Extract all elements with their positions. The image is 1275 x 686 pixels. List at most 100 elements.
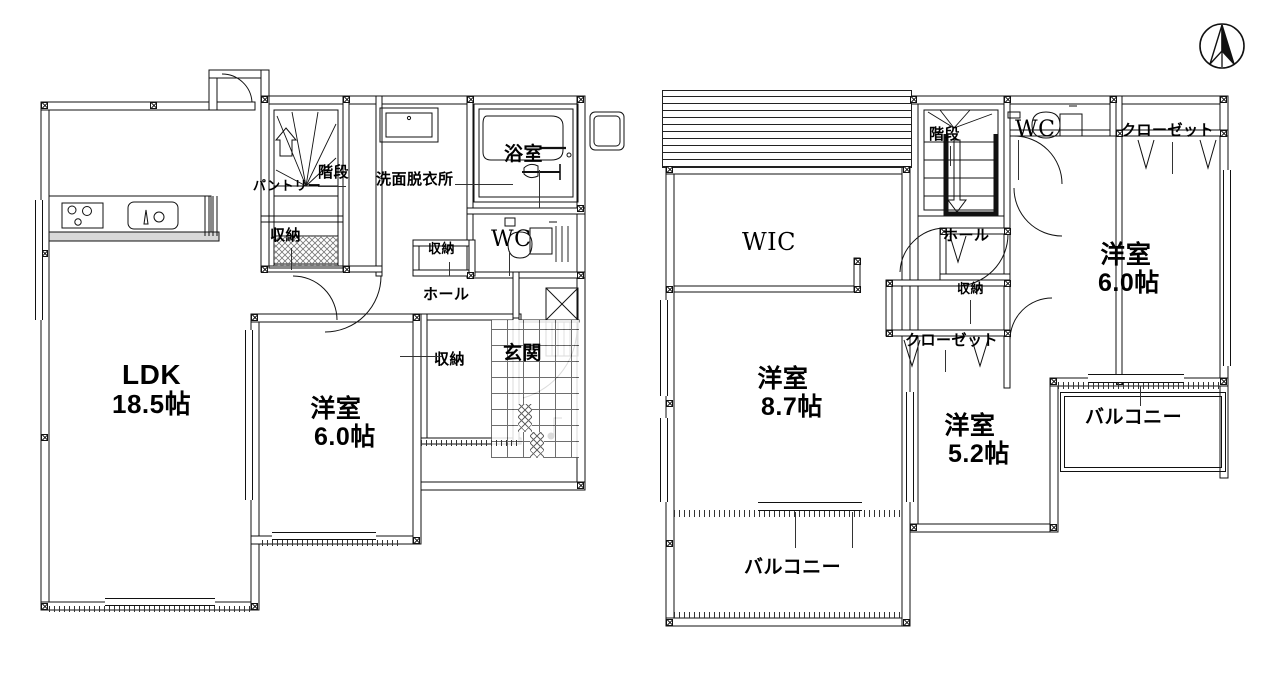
pillar	[1004, 228, 1011, 235]
window-bedroom-south	[262, 540, 402, 546]
balcony-right-outline-inner	[1064, 396, 1222, 468]
pillar	[577, 482, 584, 489]
leader-line	[950, 146, 951, 166]
room-label-bath: 浴室	[504, 143, 544, 165]
room-label-storage-genkan: 収納	[434, 350, 466, 368]
balcony-right-railing-top	[1058, 382, 1220, 389]
room-area-bedroom-52: 5.2帖	[948, 440, 1010, 469]
pillar	[251, 314, 258, 321]
room-name-bedroom-60-2f: 洋室	[1100, 240, 1152, 269]
room-name-bedroom-52: 洋室	[944, 411, 996, 440]
window-2f-east	[1223, 170, 1231, 366]
room-label-bedroom-60-2f: 洋室 6.0帖	[1092, 240, 1160, 298]
room-label-balcony-right: バルコニー	[1085, 406, 1183, 428]
pillar	[413, 314, 420, 321]
balcony-left-railing-bottom	[674, 612, 902, 618]
room-label-storage-2f: 収納	[957, 282, 985, 297]
north-arrow-icon	[1196, 20, 1248, 72]
room-label-storage-hall: 収納	[428, 242, 456, 257]
pillar	[886, 280, 893, 287]
pillar	[910, 524, 917, 531]
pillar	[577, 272, 584, 279]
room-label-wic: WIC	[742, 228, 797, 256]
leader-line	[1018, 140, 1019, 180]
genkan-step-hatch-2	[518, 404, 532, 432]
room-label-stairs-2f: 階段	[929, 125, 961, 143]
room-name-bedroom-1f: 洋室	[310, 394, 362, 423]
pillar	[666, 619, 673, 626]
balcony-left-door	[758, 502, 862, 511]
leader-line	[852, 512, 853, 548]
room-label-closet-mid: クローゼット	[905, 331, 999, 349]
pillar	[1220, 96, 1227, 103]
window-ldk-south	[49, 606, 253, 612]
pillar	[41, 102, 48, 109]
balcony-left-railing-top	[674, 510, 902, 517]
window-hall-storage	[421, 440, 517, 446]
leader-line	[970, 300, 971, 324]
room-label-balcony-left: バルコニー	[744, 556, 842, 578]
room-label-ldk: LDK 18.5帖	[112, 360, 191, 419]
floor-1-plan: LDK 18.5帖 洋室 6.0帖 パントリー 階段 洗面脱衣所 浴室 WC ホ…	[0, 0, 640, 686]
pillar	[903, 619, 910, 626]
room-name-ldk: LDK	[122, 359, 182, 390]
leader-line	[400, 356, 442, 357]
pillar	[577, 205, 584, 212]
pillar	[666, 166, 673, 173]
leader-line	[318, 186, 346, 187]
balcony-right-door	[1088, 374, 1184, 383]
window-ldk-west	[35, 200, 43, 320]
room-label-pantry: パントリー	[252, 179, 322, 194]
pillar	[1116, 130, 1123, 137]
room-label-hall-2f: ホール	[943, 226, 990, 244]
room-label-bedroom-52: 洋室 5.2帖	[930, 411, 1010, 469]
floor-2-plan: WIC 洋室 8.7帖 洋室 5.2帖 洋室 6.0帖 階段 ホール WC クロ…	[640, 0, 1275, 686]
room-area-bedroom-60-2f: 6.0帖	[1098, 269, 1160, 298]
pillar	[886, 330, 893, 337]
pillar	[41, 603, 48, 610]
pillar	[666, 540, 673, 547]
pillar	[343, 266, 350, 273]
room-label-stairs-1f: 階段	[318, 163, 350, 181]
room-label-wc-1f: WC	[491, 227, 532, 252]
pillar	[343, 96, 350, 103]
leader-line	[291, 248, 292, 270]
room-area-bedroom-1f: 6.0帖	[314, 423, 376, 452]
room-area-ldk: 18.5帖	[112, 389, 192, 420]
room-label-bedroom-87: 洋室 8.7帖	[743, 364, 823, 420]
window-ldk-south-rail	[105, 598, 215, 606]
room-name-bedroom-87: 洋室	[757, 364, 809, 393]
room-label-bedroom-1f: 洋室 6.0帖	[296, 394, 376, 452]
floor-1-linework	[40, 69, 625, 611]
leader-line	[945, 350, 946, 372]
leader-line	[1140, 386, 1141, 406]
pillar	[41, 434, 48, 441]
pillar	[910, 96, 917, 103]
pillar	[1004, 96, 1011, 103]
pillar	[903, 166, 910, 173]
pillar	[261, 96, 268, 103]
pillar	[666, 286, 673, 293]
roof-louver-hatch	[662, 90, 912, 168]
pillar	[1220, 378, 1227, 385]
pillar	[1050, 378, 1057, 385]
pillar	[467, 96, 474, 103]
room-label-closet-top: クローゼット	[1121, 121, 1215, 139]
pillar	[1050, 524, 1057, 531]
pillar	[261, 266, 268, 273]
pillar	[577, 96, 584, 103]
balcony-right-outline	[1060, 392, 1226, 472]
window-bedroom-south-rail	[272, 532, 376, 540]
leader-line	[509, 252, 510, 276]
pillar	[150, 102, 157, 109]
window-2f-west-upper	[660, 300, 668, 396]
room-label-storage-pantry: 収納	[270, 226, 302, 244]
pillar	[413, 537, 420, 544]
room-label-washroom: 洗面脱衣所	[376, 170, 454, 188]
leader-line	[795, 512, 796, 548]
leader-line	[455, 184, 513, 185]
pillar	[666, 400, 673, 407]
leader-line	[1172, 142, 1173, 174]
pillar	[467, 272, 474, 279]
